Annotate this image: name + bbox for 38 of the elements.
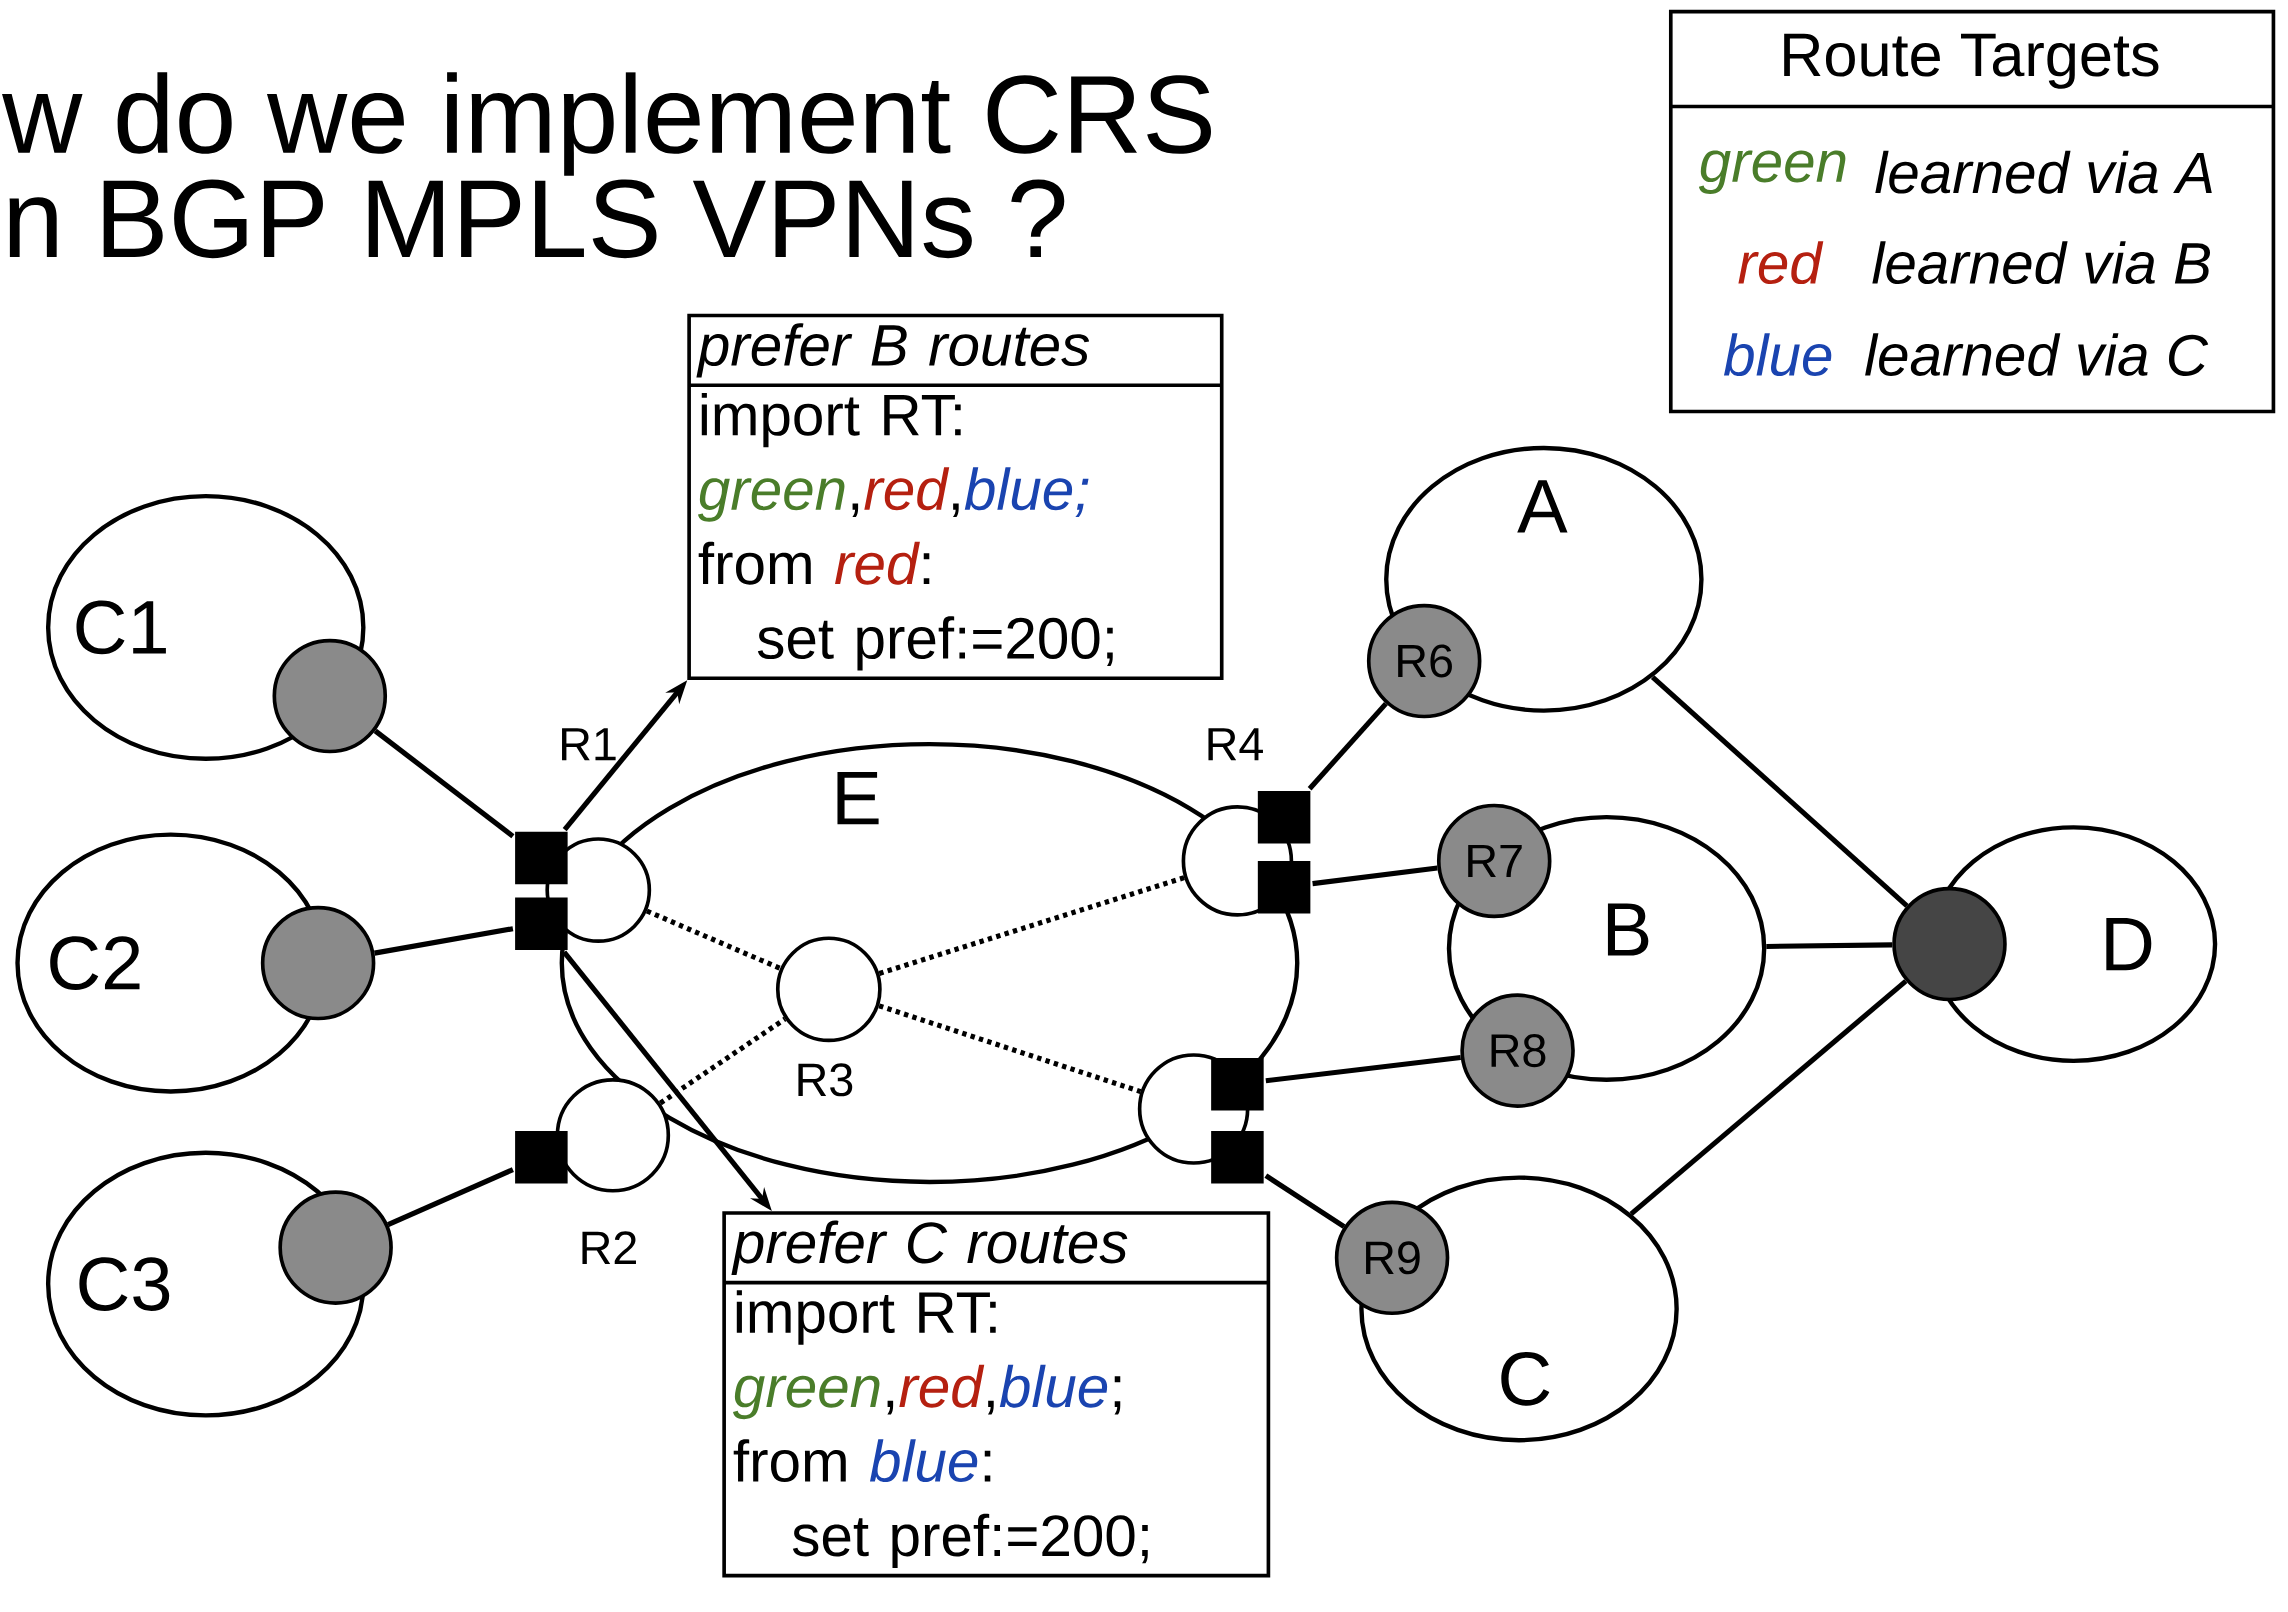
router-circle (278, 1190, 393, 1305)
connector-line (1650, 675, 1909, 908)
interface-square (1257, 860, 1311, 914)
router-label: R3 (798, 1063, 853, 1097)
connector-line (1265, 1054, 1461, 1084)
connector-line (387, 1167, 514, 1227)
connector-line (1312, 865, 1438, 886)
interface-square (515, 897, 568, 950)
connector-line (373, 728, 515, 839)
connector-line (645, 908, 782, 971)
connector-line (1307, 701, 1388, 791)
title: w do we implement CRS (2, 72, 1211, 176)
router-circle (272, 638, 388, 754)
legend-key: red (1738, 241, 1824, 284)
router-circle (1892, 886, 2007, 1002)
legend-key: green (1698, 150, 1846, 194)
connector-line (658, 1016, 787, 1106)
interface-square (1257, 790, 1311, 844)
connector-line (878, 1003, 1142, 1094)
legend-text: learned via A (1875, 150, 2212, 194)
policy-box: prefer B routes import RT: green,red,blue; from red: set pref:=200; (687, 313, 1224, 680)
router-label: R2 (582, 1231, 636, 1264)
connector-line (1766, 942, 1893, 949)
legend-text: learned via C (1865, 332, 2209, 376)
connector-line (1629, 979, 1908, 1216)
router-circle (260, 905, 376, 1021)
legend-title: Route Targets (1784, 33, 2159, 89)
legend-key: blue (1723, 332, 1832, 376)
interface-square (1211, 1130, 1264, 1184)
connector-line (1264, 1173, 1346, 1229)
legend-text: learned via B (1872, 241, 2210, 284)
policy-box: prefer C routes import RT: green,red,blue; from blue: set pref:=200; (722, 1210, 1271, 1578)
interface-square (515, 1130, 568, 1184)
interface-square (1211, 1057, 1264, 1111)
title: n BGP MPLS VPNs ? (9, 179, 1065, 258)
interface-square (515, 831, 568, 885)
connector-line (374, 926, 514, 956)
connector-line (878, 875, 1185, 976)
